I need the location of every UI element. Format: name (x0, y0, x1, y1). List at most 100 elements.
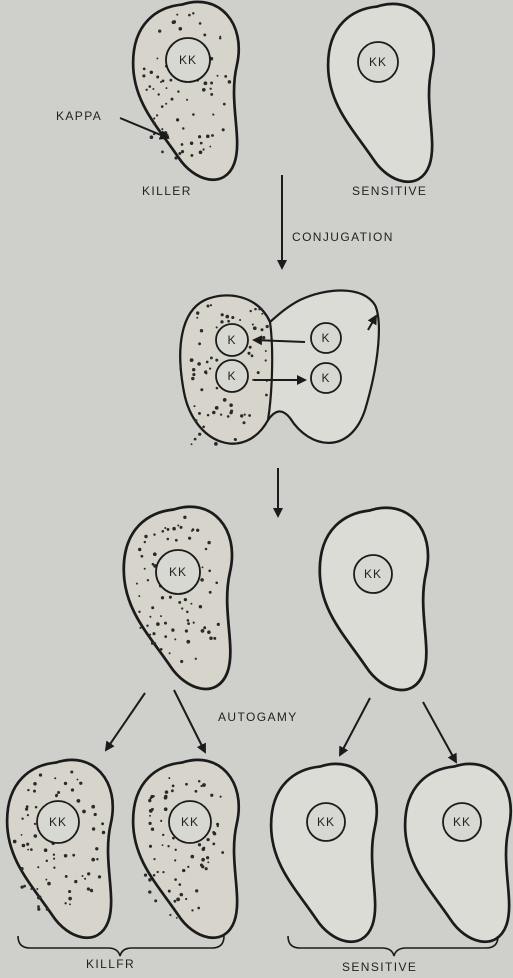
kappa-particle (258, 308, 260, 310)
autogamy-arrow (174, 690, 205, 752)
kappa-particle (82, 810, 86, 814)
kappa-particle (172, 785, 175, 788)
kappa-particle (169, 914, 171, 916)
kappa-particle (87, 872, 90, 875)
kappa-particle (37, 908, 40, 911)
kappa-particle (94, 813, 97, 816)
kappa-particle (178, 601, 181, 604)
kappa-particle (154, 899, 157, 902)
kappa-particle (212, 114, 214, 116)
kappa-particle (174, 156, 177, 159)
kappa-particle (177, 524, 179, 526)
kappa-particle (175, 539, 178, 542)
kappa-particle (68, 890, 71, 893)
kappa-particle (186, 640, 190, 644)
kappa-particle (64, 902, 66, 904)
kappa-particle (165, 103, 167, 105)
kappa-particle (210, 82, 213, 85)
kappa-particle (21, 834, 23, 836)
kappa-particle (200, 578, 204, 582)
kappa-particle (257, 371, 260, 374)
kappa-particle (25, 808, 28, 811)
kappa-particle (202, 88, 206, 92)
kappa-particle (202, 847, 206, 851)
kappa-particle (209, 637, 212, 640)
nucleus-label: KK (453, 815, 471, 829)
kappa-particle (186, 99, 188, 101)
kappa-particle (27, 789, 29, 791)
kappa-particle (201, 629, 205, 633)
kappa-particle (141, 555, 144, 558)
kappa-particle (181, 143, 184, 146)
kappa-particle (201, 389, 203, 391)
kappa-particle (180, 526, 183, 529)
kappa-particle (252, 323, 254, 325)
kappa-particle (92, 827, 95, 830)
kappa-particle (185, 783, 188, 786)
kappa-particle (223, 103, 226, 106)
kappa-particle (87, 887, 90, 890)
kappa-particle (96, 858, 98, 860)
kappa-particle (30, 848, 33, 851)
kappa-particle (183, 516, 186, 519)
kappa-particle (33, 782, 37, 786)
kappa-particle (174, 638, 176, 640)
killer-cell-bottom-1 (7, 760, 113, 938)
kappa-particle (191, 909, 193, 911)
kappa-particle (102, 831, 105, 834)
kappa-particle (45, 879, 47, 881)
kappa-particle (215, 582, 218, 585)
kappa-particle (200, 142, 203, 145)
kappa-particle (178, 152, 181, 155)
kappa-particle (221, 851, 224, 854)
kappa-particle (187, 622, 190, 625)
kappa-particle (181, 150, 184, 153)
kappa-particle (153, 122, 156, 125)
kappa-particle (152, 632, 155, 635)
kappa-particle (184, 598, 187, 601)
kappa-particle (151, 642, 154, 645)
kappa-particle (148, 822, 151, 825)
kappa-particle (38, 895, 41, 898)
kappa-particle (144, 568, 146, 570)
kappa-particle (217, 825, 219, 827)
kappa-particle (139, 627, 141, 629)
sensitive-cell-middle (320, 508, 428, 690)
kappa-particle (146, 625, 148, 627)
kappa-particle (205, 867, 208, 870)
kappa-particle (34, 823, 36, 825)
kappa-particle (91, 858, 95, 862)
kappa-particle (253, 326, 257, 330)
kappa-particle (176, 14, 178, 16)
kappa-particle (53, 858, 55, 860)
kappa-particle (156, 76, 159, 79)
kappa-particle (216, 326, 218, 328)
kappa-particle (192, 373, 195, 376)
kappa-particle (213, 637, 216, 640)
kappa-particle (161, 151, 164, 154)
kappa-particle (176, 917, 178, 919)
kappa-particle (55, 795, 58, 798)
kappa-particle (266, 325, 269, 328)
kappa-particle (190, 154, 193, 157)
kappa-particle (195, 658, 197, 660)
kappa-particle (195, 790, 198, 793)
kappa-particle (151, 606, 154, 609)
kappa-particle (91, 890, 93, 892)
kappa-particle (162, 844, 164, 846)
killer-cell-bottom-2 (133, 760, 239, 938)
kappa-particle (187, 619, 190, 622)
kappa-particle (209, 146, 211, 148)
kappa-particle (161, 530, 164, 533)
kappa-particle (215, 406, 219, 410)
kappa-particle (164, 807, 168, 811)
kappa-particle (153, 874, 156, 877)
kappa-particle (221, 313, 224, 316)
kappa-particle (199, 150, 203, 154)
kappa-particle (200, 329, 203, 332)
sensitive-cell-top (328, 4, 434, 182)
nucleus-label: K (227, 333, 236, 347)
kappa-particle (198, 135, 201, 138)
kappa-particle (202, 426, 205, 429)
